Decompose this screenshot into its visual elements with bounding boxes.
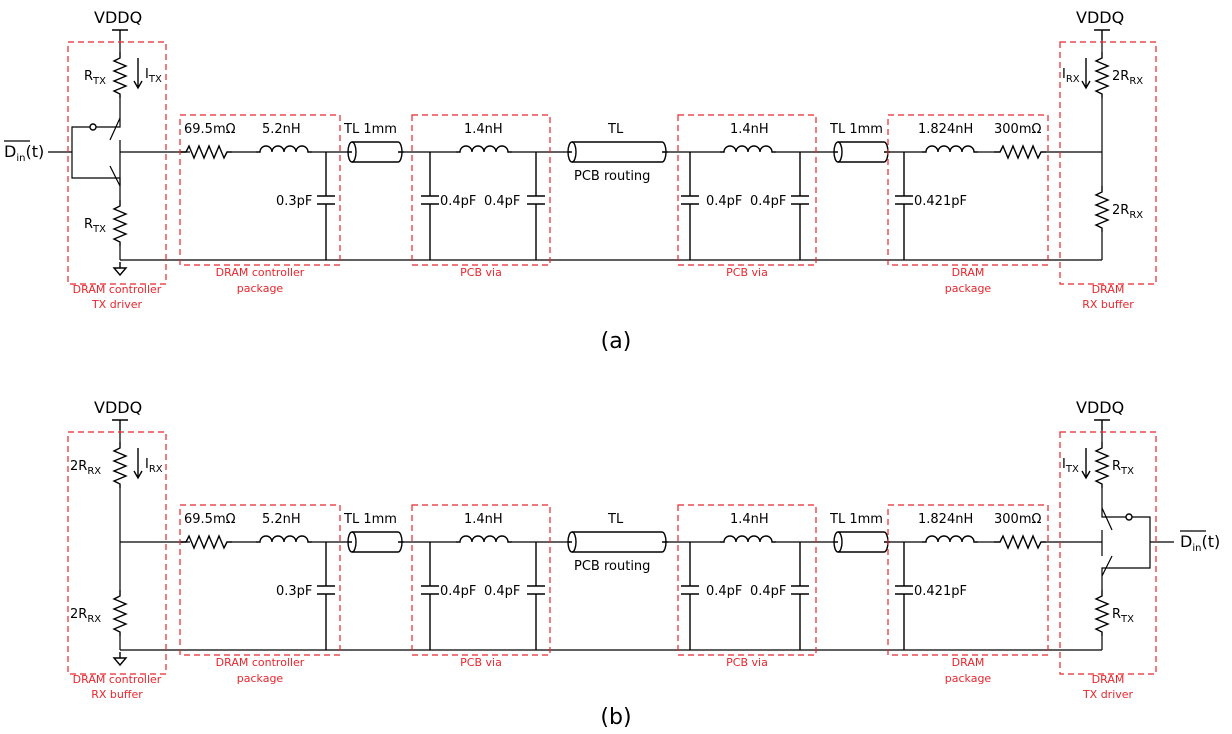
via1-c1-label-b: 0.4pF (440, 584, 476, 599)
via2-l-label: 1.4nH (730, 122, 769, 137)
ground-icon-b (113, 651, 127, 666)
ctrl-pkg-line2-a: package (237, 282, 284, 295)
dram-pkg-line1-b: DRAM (952, 656, 985, 669)
via2-c2-label: 0.4pF (750, 194, 786, 209)
vddq-right-a: VDDQ (1076, 8, 1124, 27)
pkg-ctrl-l-label: 5.2nH (262, 122, 301, 137)
pcb-via2-b: PCB via (726, 656, 768, 669)
rtx-bottom-resistor (113, 199, 127, 247)
irx-label: IRX (1062, 67, 1080, 85)
dram-pkg-line2-b: package (945, 672, 992, 685)
rtx-top-resistor (113, 51, 127, 99)
pkg-ctrl-c-label: 0.3pF (276, 194, 312, 209)
via2-c1-label-b: 0.4pF (706, 584, 742, 599)
pkg-dram-c-label: 0.421pF (914, 194, 967, 209)
rtx-top-label: RTX (84, 69, 106, 87)
right-block-line1-b: DRAM (1092, 673, 1125, 686)
panel-b: VDDQ 2RRX IRX 2RRX 69.5mΩ 5.2nH 0.3pF TL… (67, 398, 1220, 730)
rtx-bottom-label: RTX (84, 217, 106, 235)
caption-b: (b) (600, 705, 631, 730)
vddq-left-b: VDDQ (94, 398, 142, 417)
2rrx-bottom-label: 2RRX (1112, 203, 1143, 221)
tl-1mm-left-label: TL 1mm (343, 122, 397, 137)
pcb-routing-label-b: PCB routing (574, 559, 650, 574)
2rrx-top-label: 2RRX (1112, 69, 1143, 87)
irx-arrow-icon (1081, 57, 1091, 89)
right-block-line2-b: TX driver (1082, 688, 1134, 701)
via1-l-label: 1.4nH (464, 122, 503, 137)
ctrl-pkg-line1-a: DRAM controller (216, 266, 305, 279)
itx-label: ITX (145, 67, 162, 85)
din-input-label: Din(t) (4, 142, 44, 164)
via1-c1-label: 0.4pF (440, 194, 476, 209)
ctrl-pkg-line2-b: package (237, 672, 284, 685)
pkg-dram-r-label-b: 300mΩ (994, 512, 1041, 527)
panel-a: Din(t) VDDQ RTX ITX RTX 69.5mΩ 5.2nH 0.3… (4, 8, 1157, 354)
pkg-ctrl-l-label-b: 5.2nH (262, 512, 301, 527)
pkg-ctrl-r-label-b: 69.5mΩ (184, 512, 236, 527)
pcb-via1-b: PCB via (460, 656, 502, 669)
vddq-left-a: VDDQ (94, 8, 142, 27)
tl-pcb-label-b: TL (607, 512, 624, 527)
vddq-right-b: VDDQ (1076, 398, 1124, 417)
via2-c2-label-b: 0.4pF (750, 584, 786, 599)
pkg-dram-r-label: 300mΩ (994, 122, 1041, 137)
dram-pkg-line1-a: DRAM (952, 266, 985, 279)
irx-arrow-icon-b (133, 447, 143, 479)
tl-1mm-right-label: TL 1mm (829, 122, 883, 137)
rtx-bottom-label-b: RTX (1112, 607, 1134, 625)
tx-switch-b (1101, 508, 1151, 576)
pkg-dram-l-label-b: 1.824nH (918, 512, 973, 527)
pkg-dram-c-label-b: 0.421pF (914, 584, 967, 599)
right-block-line1-a: DRAM (1092, 283, 1125, 296)
pkg-dram-l-label: 1.824nH (918, 122, 973, 137)
via1-c2-label: 0.4pF (484, 194, 520, 209)
via1-l-label-b: 1.4nH (464, 512, 503, 527)
left-block-line1-b: DRAM controller (73, 673, 162, 686)
via2-c1-label: 0.4pF (706, 194, 742, 209)
2rrx-bottom-label-b: 2RRX (70, 607, 101, 625)
pcb-routing-label: PCB routing (574, 169, 650, 184)
dram-pkg-line2-a: package (945, 282, 992, 295)
pkg-ctrl-r-label: 69.5mΩ (184, 122, 236, 137)
irx-label-b: IRX (145, 457, 163, 475)
right-block-line2-a: RX buffer (1082, 298, 1134, 311)
ground-icon (113, 261, 127, 276)
via2-l-label-b: 1.4nH (730, 512, 769, 527)
itx-arrow-icon (133, 57, 143, 89)
rtx-top-label-b: RTX (1112, 459, 1134, 477)
pcb-via2-a: PCB via (726, 266, 768, 279)
tl-1mm-left-label-b: TL 1mm (343, 512, 397, 527)
ctrl-pkg-line1-b: DRAM controller (216, 656, 305, 669)
itx-label-b: ITX (1062, 457, 1079, 475)
left-block-line2-b: RX buffer (91, 688, 143, 701)
via1-c2-label-b: 0.4pF (484, 584, 520, 599)
switch-contact-icon-b (1125, 513, 1133, 521)
left-block-line2-a: TX driver (91, 298, 143, 311)
switch-contact-icon (89, 123, 97, 131)
left-block-line1-a: DRAM controller (73, 283, 162, 296)
caption-a: (a) (601, 329, 632, 354)
tl-1mm-right-label-b: TL 1mm (829, 512, 883, 527)
pkg-ctrl-c-label-b: 0.3pF (276, 584, 312, 599)
2rrx-top-label-b: 2RRX (70, 459, 101, 477)
tl-pcb-label: TL (607, 122, 624, 137)
itx-arrow-icon-b (1081, 447, 1091, 479)
pcb-via1-a: PCB via (460, 266, 502, 279)
din-output-label: Din(t) (1180, 532, 1220, 554)
